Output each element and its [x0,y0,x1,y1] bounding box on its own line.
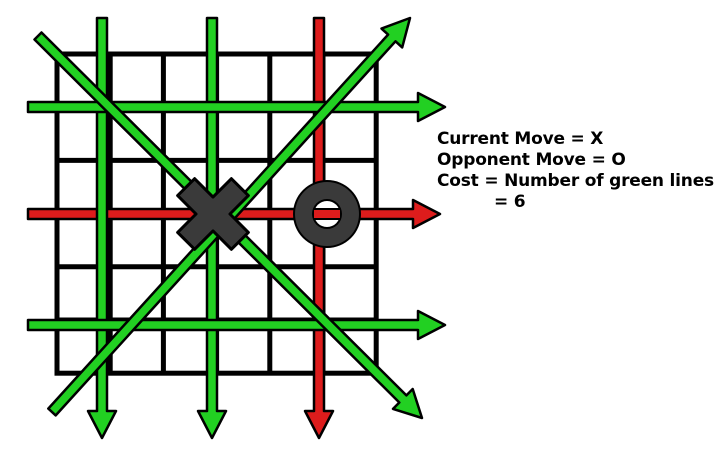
legend: Current Move = X Opponent Move = O Cost … [437,129,714,213]
green-arrow-horizontal [26,309,447,341]
x-piece [176,177,250,251]
opponent-move-label: Opponent Move = O [437,150,626,170]
green-arrow-horizontal [26,91,447,123]
pieces [176,177,361,251]
green-arrow-vertical [86,16,118,440]
red-line-through-o [314,209,340,219]
x-piece-shape [176,177,250,251]
cost-label: Cost = Number of green lines [437,171,714,191]
current-move-label: Current Move = X [437,129,604,149]
cost-value: = 6 [494,192,526,212]
